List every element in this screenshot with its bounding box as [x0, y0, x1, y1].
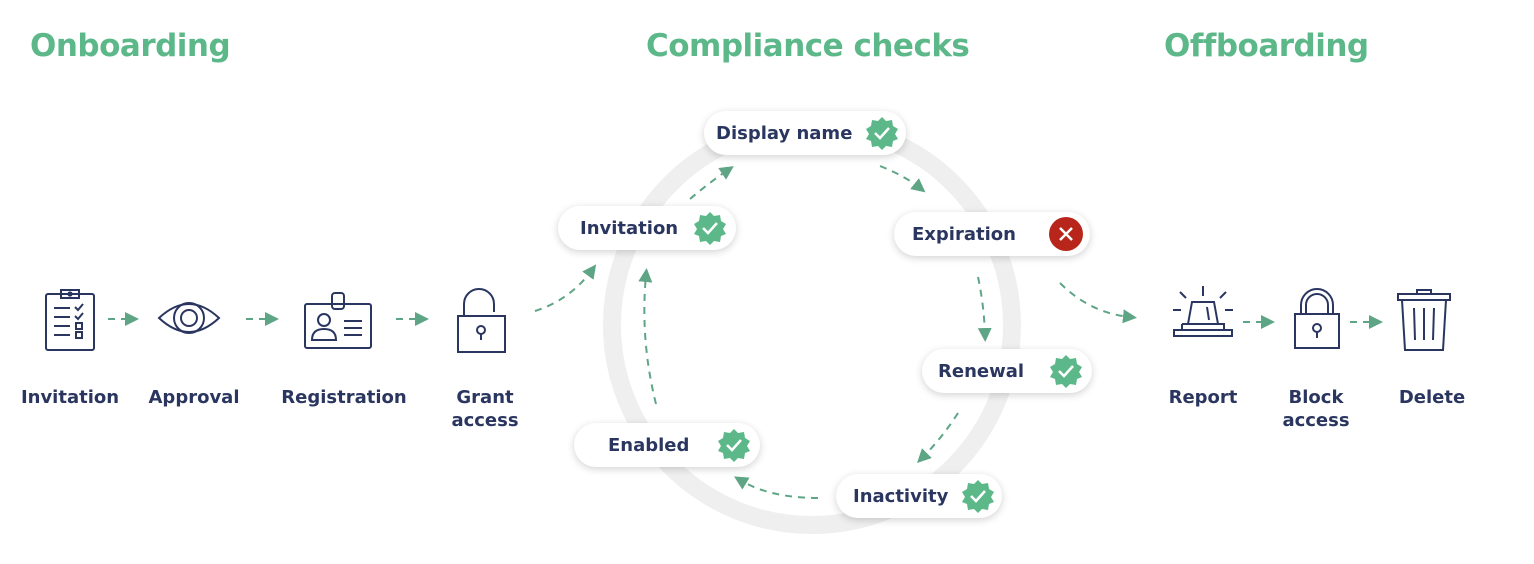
- check-renewal[interactable]: Renewal: [922, 349, 1092, 393]
- onboarding-heading: Onboarding: [30, 28, 231, 64]
- passed-check-badge-icon: [962, 480, 994, 513]
- block-access-line1: Block: [1288, 387, 1344, 408]
- unlocked-padlock-icon: [457, 288, 506, 353]
- check-label: Inactivity: [853, 485, 949, 507]
- eye-icon: [157, 302, 221, 334]
- offboarding-step-block-access: Block access: [1246, 386, 1386, 432]
- onboarding-step-registration: Registration: [281, 387, 407, 408]
- grant-access-line1: Grant: [456, 387, 514, 408]
- check-label: Renewal: [938, 360, 1025, 382]
- check-label: Expiration: [912, 223, 1016, 245]
- arrow-inactivity-enabled: [733, 476, 819, 499]
- passed-check-badge-icon: [866, 117, 898, 150]
- arrow-renewal-inactivity: [917, 412, 959, 463]
- alarm-siren-icon: [1173, 286, 1233, 337]
- offboarding-step-delete: Delete: [1398, 387, 1466, 408]
- failed-x-badge-icon: [1049, 217, 1083, 251]
- onboarding-step-invitation: Invitation: [20, 387, 120, 408]
- arrow-grant-to-compliance: [534, 264, 597, 312]
- arrow-compliance-to-report: [1059, 282, 1137, 324]
- locked-padlock-icon: [1294, 288, 1340, 349]
- onboarding-step-approval: Approval: [148, 387, 240, 408]
- passed-check-badge-icon: [1050, 355, 1082, 388]
- passed-check-badge-icon: [718, 429, 750, 462]
- arrow-displayname-expiration: [879, 165, 926, 193]
- check-label: Enabled: [608, 434, 690, 456]
- check-enabled[interactable]: Enabled: [574, 423, 760, 467]
- check-label: Invitation: [580, 217, 679, 239]
- grant-access-line2: access: [451, 410, 519, 431]
- check-invitation[interactable]: Invitation: [558, 206, 736, 250]
- compliance-checks-heading: Compliance checks: [646, 28, 970, 64]
- passed-check-badge-icon: [694, 212, 726, 245]
- trash-can-icon: [1397, 289, 1451, 351]
- check-label: Display name: [716, 122, 853, 144]
- clipboard-checklist-icon: [45, 289, 95, 351]
- id-badge-icon: [304, 292, 372, 349]
- offboarding-step-report: Report: [1168, 387, 1238, 408]
- onboarding-step-grant-access: Grant access: [415, 386, 555, 432]
- arrow-enabled-invitation: [638, 268, 657, 405]
- block-access-line2: access: [1282, 410, 1350, 431]
- check-expiration[interactable]: Expiration: [894, 212, 1090, 256]
- check-display-name[interactable]: Display name: [704, 111, 906, 155]
- arrow-expiration-renewal: [977, 276, 992, 342]
- arrow-invitation-displayname: [689, 166, 734, 200]
- check-inactivity[interactable]: Inactivity: [836, 474, 1002, 518]
- offboarding-heading: Offboarding: [1164, 28, 1369, 64]
